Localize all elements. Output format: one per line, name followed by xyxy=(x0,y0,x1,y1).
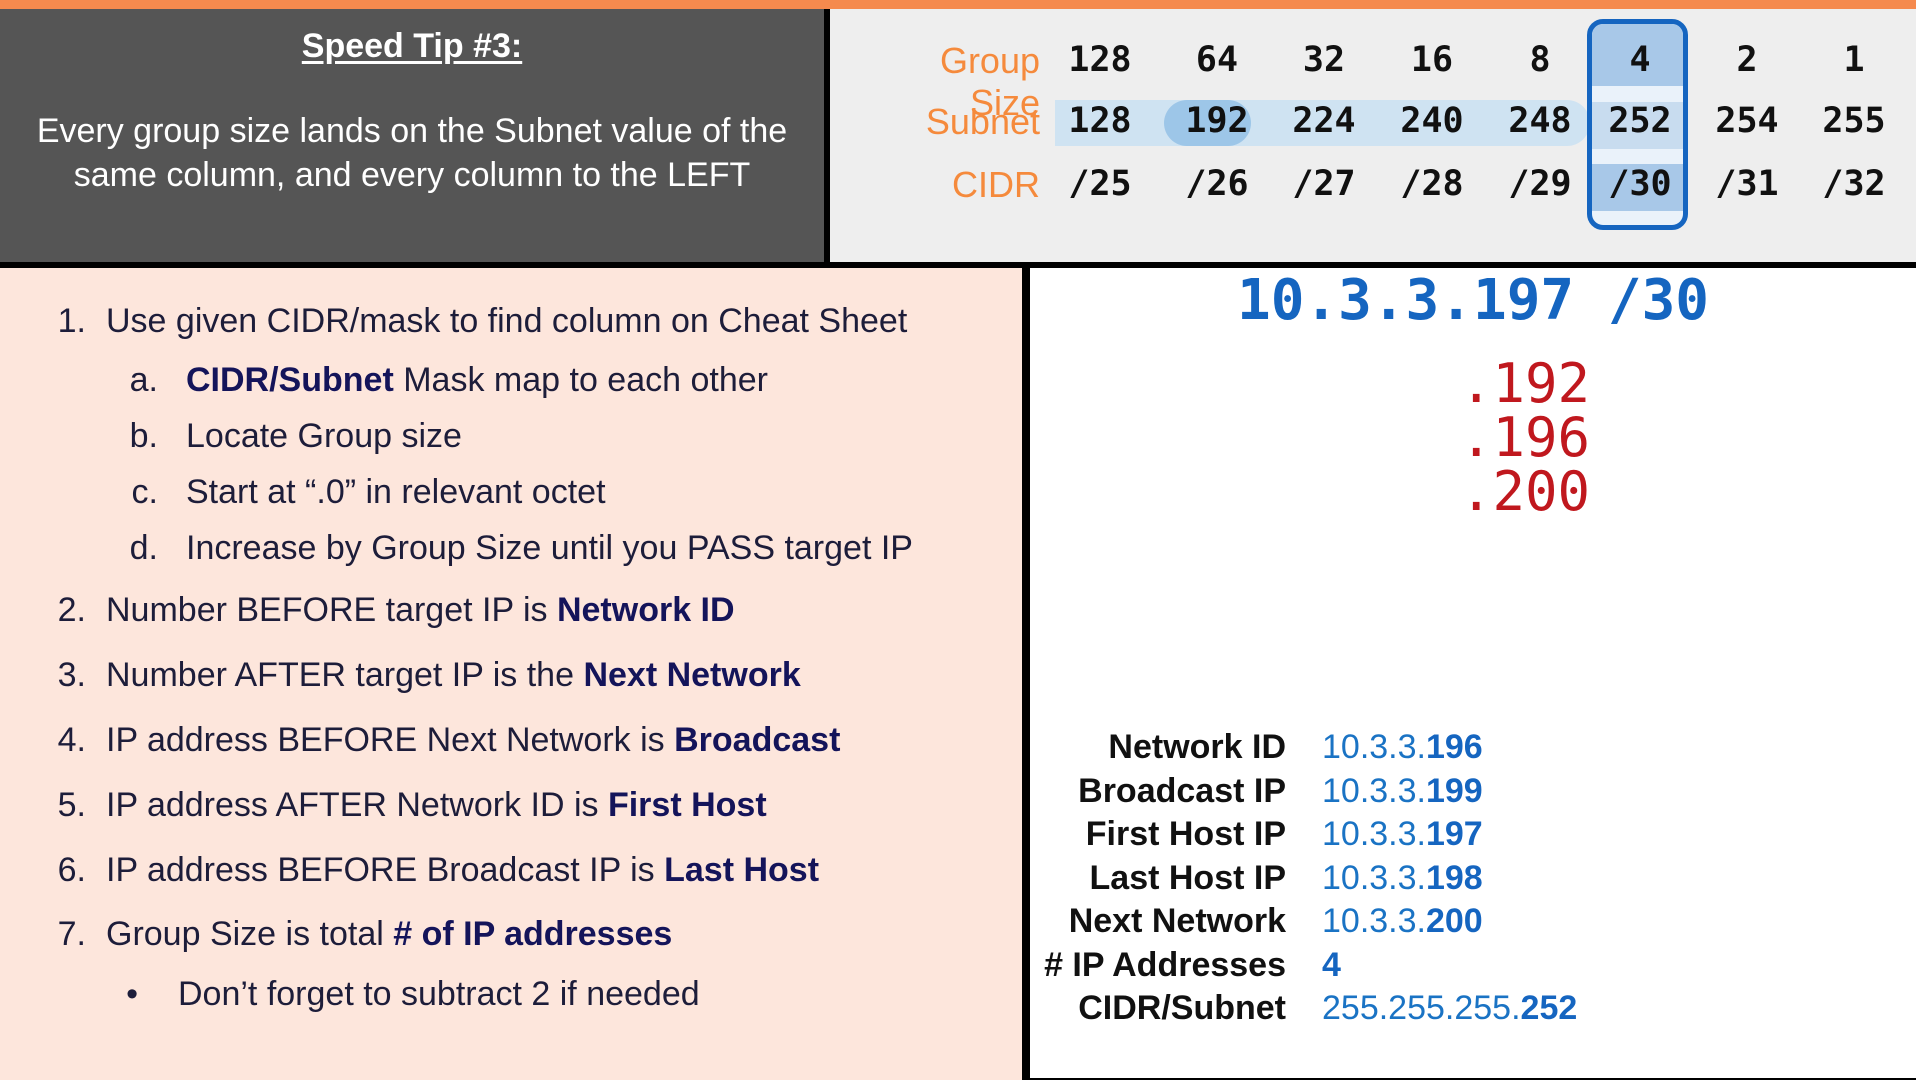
cidr-cell-5: /29 xyxy=(1508,164,1572,204)
result-label-ip-count: # IP Addresses xyxy=(1044,946,1286,984)
subnet-cell-3: 224 xyxy=(1292,101,1356,141)
speed-tip-line-1: Every group size lands on the Subnet val… xyxy=(36,112,788,150)
cidr-cell-3: /27 xyxy=(1292,164,1356,204)
result-value-broadcast: 10.3.3.199 xyxy=(1322,772,1483,810)
network-value-3: .200 xyxy=(1460,460,1591,523)
subnet-label: Subnet xyxy=(925,101,1040,142)
result-value-network-id: 10.3.3.196 xyxy=(1322,728,1483,766)
cidr-label: CIDR xyxy=(952,164,1040,205)
group-size-cell-3: 32 xyxy=(1302,40,1346,80)
cidr-cell-8: /32 xyxy=(1822,164,1886,204)
subnet-192-highlight xyxy=(1164,100,1251,146)
result-value-first-host: 10.3.3.197 xyxy=(1322,815,1483,853)
result-label-next-network: Next Network xyxy=(1068,902,1286,940)
subnet-cell-8: 255 xyxy=(1822,101,1886,141)
example-ip-heading: 10.3.3.197 /30 xyxy=(1236,268,1709,333)
subnet-cell-2: 192 xyxy=(1185,101,1249,141)
network-value-2: .196 xyxy=(1460,406,1591,469)
group-size-cell-6: 4 xyxy=(1629,40,1651,80)
speed-tip-line-2: same column, and every column to the LEF… xyxy=(73,156,751,194)
result-value-last-host: 10.3.3.198 xyxy=(1322,859,1483,897)
selected-column-highlight xyxy=(1587,19,1688,230)
group-size-cell-5: 8 xyxy=(1529,40,1551,80)
result-label-cidr-subnet: CIDR/Subnet xyxy=(1078,989,1286,1027)
cidr-cell-2: /26 xyxy=(1185,164,1249,204)
speed-tip-text: Every group size lands on the Subnet val… xyxy=(10,109,814,197)
top-accent-bar xyxy=(0,0,1916,9)
group-size-cell-2: 64 xyxy=(1195,40,1239,80)
steps-panel: 1. Use given CIDR/mask to find column on… xyxy=(0,268,1022,1080)
result-label-last-host: Last Host IP xyxy=(1089,859,1286,897)
result-value-ip-count: 4 xyxy=(1322,946,1341,984)
subnet-row-highlight xyxy=(1055,100,1590,146)
subnet-cell-4: 240 xyxy=(1400,101,1464,141)
result-value-cidr-subnet: 255.255.255.252 xyxy=(1322,989,1578,1027)
speed-tip-title: Speed Tip #3: xyxy=(301,27,523,65)
subnet-cell-6: 252 xyxy=(1608,101,1672,141)
cidr-cell-6: /30 xyxy=(1608,164,1672,204)
group-size-cell-1: 128 xyxy=(1068,40,1132,80)
result-label-network-id: Network ID xyxy=(1108,728,1286,766)
group-size-label: Group Size xyxy=(939,40,1040,123)
result-label-first-host: First Host IP xyxy=(1085,815,1286,853)
subnet-cell-5: 248 xyxy=(1508,101,1572,141)
bottom-border xyxy=(1030,1078,1916,1080)
result-value-next-network: 10.3.3.200 xyxy=(1322,902,1483,940)
group-size-cell-7: 2 xyxy=(1736,40,1758,80)
network-value-1: .192 xyxy=(1460,352,1591,415)
result-label-broadcast: Broadcast IP xyxy=(1078,772,1286,810)
speed-tip-box: Speed Tip #3: Every group size lands on … xyxy=(0,9,824,262)
subnet-cell-7: 254 xyxy=(1715,101,1779,141)
worked-example-panel: 10.3.3.197 /30 xyxy=(1030,268,1916,1080)
cidr-cell-1: /25 xyxy=(1068,164,1132,204)
group-size-cell-8: 1 xyxy=(1843,40,1865,80)
group-size-cell-4: 16 xyxy=(1410,40,1454,80)
cidr-cell-7: /31 xyxy=(1715,164,1779,204)
cidr-cell-4: /28 xyxy=(1400,164,1464,204)
subnet-cell-1: 128 xyxy=(1068,101,1132,141)
